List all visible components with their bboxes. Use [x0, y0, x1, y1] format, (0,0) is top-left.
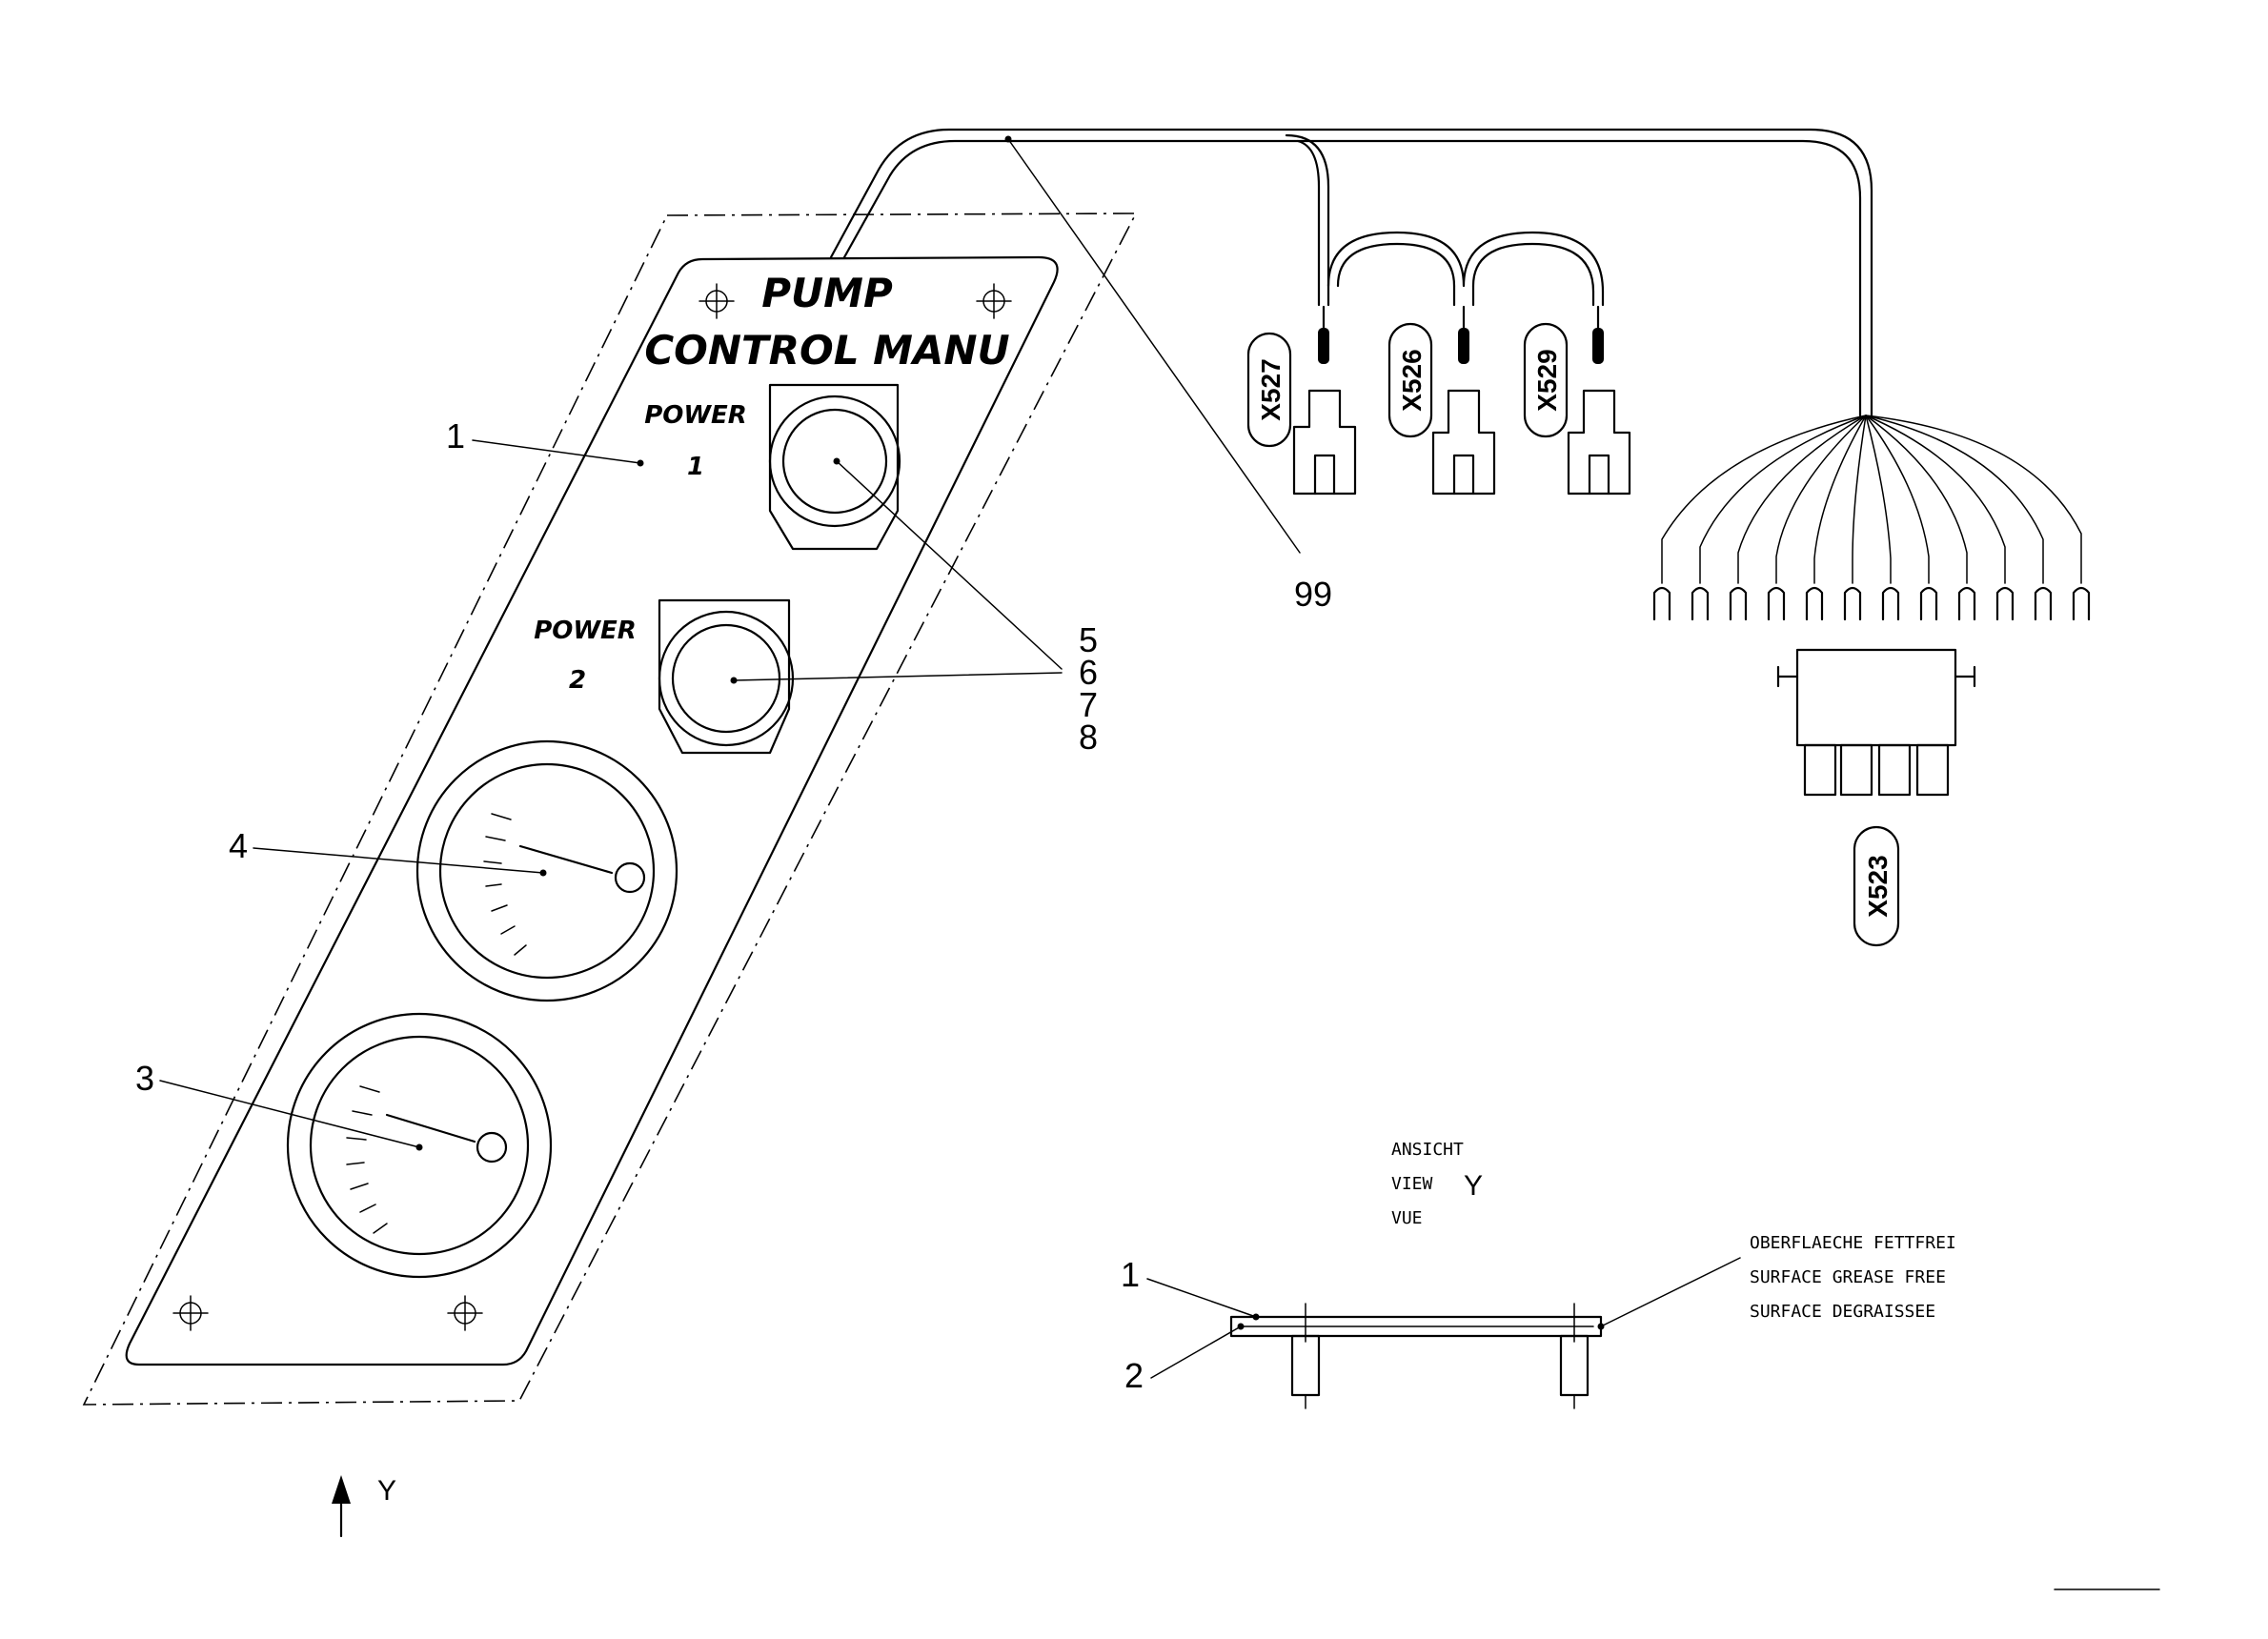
mount-mark-bottom-left — [172, 1295, 209, 1331]
panel-envelope-outline — [82, 212, 1138, 1406]
power2-switch — [658, 598, 795, 755]
view-letter: Y — [1464, 1170, 1483, 1202]
arrow-letter: Y — [377, 1475, 396, 1507]
svg-text:X529: X529 — [1532, 349, 1562, 411]
wire-fanout — [1661, 415, 2082, 584]
side-callouts: 1 2 — [1121, 1255, 1260, 1395]
panel-plate — [125, 255, 1059, 1366]
panel-title-line2: CONTROL MANU — [644, 327, 1009, 374]
view-y-caption: ANSICHT VIEW Y VUE — [1391, 1140, 1483, 1228]
mount-mark-top-right — [976, 283, 1012, 319]
callout-8: 8 — [1079, 718, 1098, 757]
label-x526: X526 — [1387, 322, 1433, 438]
svg-text:X526: X526 — [1397, 349, 1427, 411]
side-callout-1: 1 — [1121, 1255, 1140, 1294]
callout-5: 5 — [1079, 620, 1098, 659]
plug-x529 — [1567, 305, 1631, 496]
power2-label: POWER — [534, 617, 637, 645]
side-view — [1229, 1303, 1603, 1409]
callout-7: 7 — [1079, 685, 1098, 724]
side-callout-2: 2 — [1124, 1356, 1144, 1395]
connector-block-x523 — [1776, 648, 1976, 797]
svg-text:X527: X527 — [1256, 358, 1286, 420]
gauge-4 — [415, 739, 678, 1002]
callouts: 1 4 3 5 6 7 8 99 — [135, 135, 1332, 1151]
label-x523: X523 — [1853, 825, 1900, 947]
mount-mark-bottom-right — [447, 1295, 483, 1331]
mount-mark-top-left — [699, 283, 735, 319]
power1-label: POWER — [644, 401, 747, 430]
view-y-arrow: Y — [332, 1475, 396, 1538]
callout-6: 6 — [1079, 653, 1098, 692]
surface-note-line2: SURFACE GREASE FREE — [1750, 1267, 1946, 1287]
wire-terminals — [1652, 586, 2091, 621]
power1-switch — [768, 383, 901, 551]
surface-note: OBERFLAECHE FETTFREI SURFACE GREASE FREE… — [1597, 1233, 1956, 1330]
callout-1: 1 — [446, 416, 465, 455]
pump-control-panel: PUMP CONTROL MANU POWER 1 POWER 2 — [82, 212, 1138, 1406]
power2-number: 2 — [569, 666, 586, 695]
callout-4: 4 — [229, 826, 248, 865]
svg-text:X523: X523 — [1863, 855, 1893, 917]
surface-note-line3: SURFACE DEGRAISSEE — [1750, 1302, 1935, 1322]
gauge-3 — [286, 1012, 553, 1279]
label-x527: X527 — [1246, 332, 1292, 448]
callout-99: 99 — [1294, 575, 1332, 614]
view-view: VIEW — [1391, 1174, 1433, 1194]
plug-x526 — [1431, 305, 1496, 496]
label-x529: X529 — [1523, 322, 1569, 438]
callout-3: 3 — [135, 1059, 154, 1098]
view-vue: VUE — [1391, 1208, 1423, 1228]
power1-number: 1 — [687, 453, 704, 481]
plug-x527 — [1292, 305, 1357, 496]
cable-harness: X527 X526 X529 — [829, 128, 2091, 947]
surface-note-line1: OBERFLAECHE FETTFREI — [1750, 1233, 1956, 1253]
view-ansicht: ANSICHT — [1391, 1140, 1464, 1160]
panel-title-line1: PUMP — [761, 270, 893, 316]
